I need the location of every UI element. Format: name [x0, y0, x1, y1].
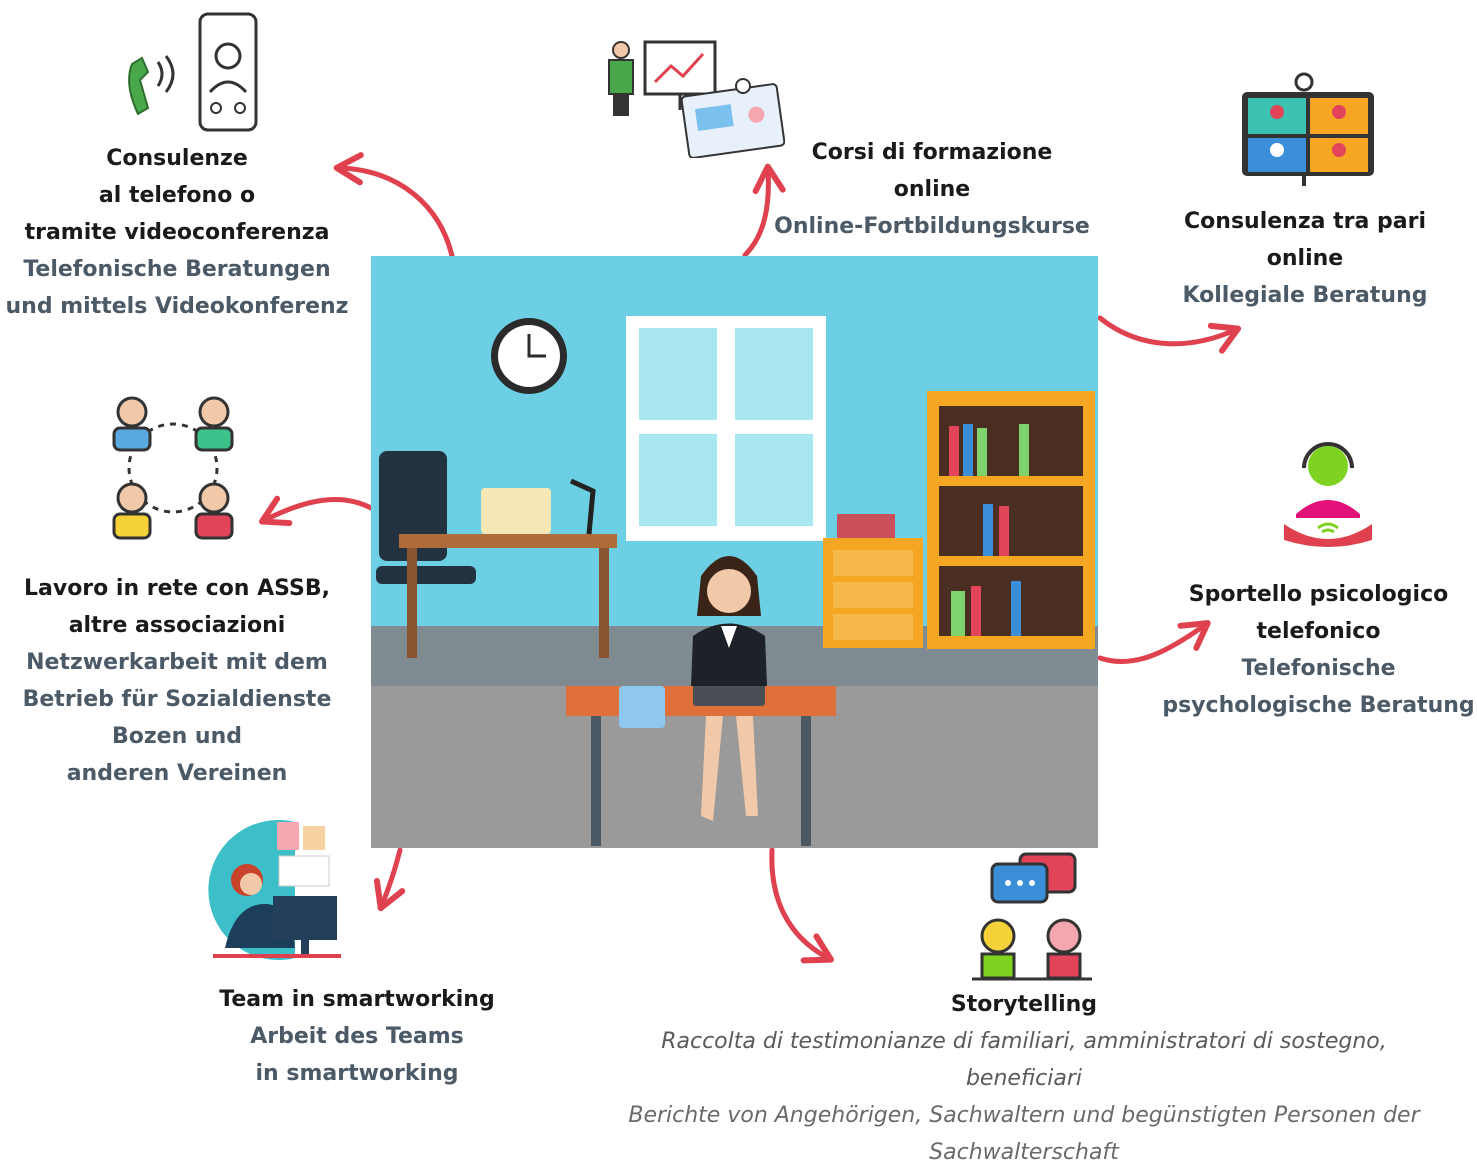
label-smart-de-2: in smartworking	[255, 1061, 459, 1086]
label-network-de-3: Bozen und	[111, 724, 242, 749]
arrow-to-story	[769, 847, 834, 964]
arrow-to-phone	[333, 152, 455, 259]
label-story-it-2: beneficiari	[965, 1066, 1083, 1091]
label-phone-de-1: Telefonische Beratungen	[23, 257, 331, 282]
label-network-de-2: Betrieb für Sozialdienste	[22, 687, 332, 712]
label-phone: Consulenze al telefono o tramite videoco…	[0, 140, 354, 325]
label-smart-de-1: Arbeit des Teams	[250, 1024, 464, 1049]
label-peer-de-1: Kollegiale Beratung	[1182, 283, 1428, 308]
label-story-title: Storytelling	[950, 992, 1098, 1017]
label-story: Storytelling Raccolta di testimonianze d…	[584, 986, 1464, 1171]
label-psych-de-1: Telefonische	[1241, 656, 1396, 681]
phone-video-call-icon	[128, 12, 258, 132]
label-peer-it-2: online	[1266, 246, 1344, 271]
arrow-to-peer	[1097, 315, 1242, 354]
label-network-it-1: Lavoro in rete con ASSB,	[23, 576, 330, 601]
storytelling-chat-icon	[972, 852, 1092, 981]
label-courses-de-1: Online-Fortbildungskurse	[774, 214, 1090, 239]
label-smart: Team in smartworking Arbeit des Teams in…	[196, 981, 518, 1092]
label-courses: Corsi di formazione online Online-Fortbi…	[770, 134, 1094, 245]
arrow-to-courses	[742, 163, 786, 258]
label-psych: Sportello psicologico telefonico Telefon…	[1160, 576, 1477, 724]
label-phone-it-3: tramite videoconferenza	[24, 220, 330, 245]
arrow-to-network	[258, 495, 374, 527]
label-phone-it-2: al telefono o	[98, 183, 256, 208]
label-story-it-1: Raccolta di testimonianze di familiari, …	[661, 1029, 1387, 1054]
label-courses-it-1: Corsi di formazione	[811, 140, 1053, 165]
video-conference-grid-icon	[1242, 72, 1374, 186]
label-peer-it-1: Consulenza tra pari	[1184, 209, 1426, 234]
network-people-icon	[112, 396, 234, 540]
label-story-de-1: Berichte von Angehörigen, Sachwaltern un…	[628, 1103, 1420, 1128]
home-office-illustration	[371, 256, 1098, 848]
label-network: Lavoro in rete con ASSB, altre associazi…	[10, 570, 344, 792]
arrow-to-smart	[373, 847, 406, 912]
label-phone-it-1: Consulenze	[106, 146, 248, 171]
online-course-icon	[608, 40, 785, 158]
arrow-to-psych	[1097, 620, 1211, 665]
smartworking-woman-icon	[208, 820, 341, 960]
label-phone-de-2: und mittels Videokonferenz	[5, 294, 349, 319]
label-psych-it-1: Sportello psicologico	[1188, 582, 1449, 607]
label-courses-it-2: online	[893, 177, 971, 202]
label-network-de-1: Netzwerkarbeit mit dem	[26, 650, 328, 675]
label-psych-it-2: telefonico	[1256, 619, 1381, 644]
label-smart-it-1: Team in smartworking	[219, 987, 495, 1012]
label-psych-de-2: psychologische Beratung	[1162, 693, 1475, 718]
label-network-it-2: altre associazioni	[68, 613, 286, 638]
headset-operator-icon	[1284, 442, 1372, 547]
label-peer: Consulenza tra pari online Kollegiale Be…	[1155, 203, 1455, 314]
label-story-de-2: Sachwalterschaft	[929, 1140, 1119, 1165]
label-network-de-4: anderen Vereinen	[66, 761, 288, 786]
